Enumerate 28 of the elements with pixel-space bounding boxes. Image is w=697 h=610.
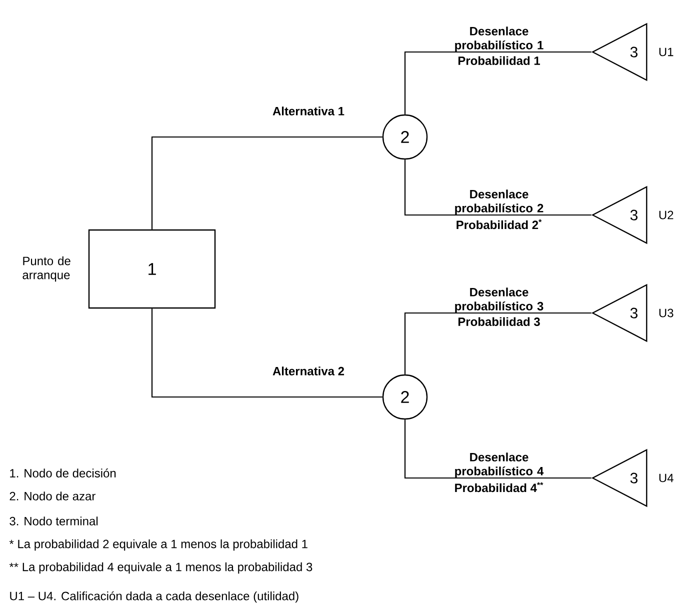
note-text: 1. Nodo de decisión: [10, 468, 116, 478]
utility-label: U2: [659, 210, 674, 220]
probability-label: Probabilidad 3: [458, 317, 540, 326]
branch-line: [404, 420, 592, 479]
utility-label: U1: [659, 48, 674, 56]
utility-label: U3: [659, 308, 674, 318]
note-text: ** La probabilidad 4 equivale a 1 menos la probabilidad 3: [9, 562, 312, 574]
branch-line: [404, 51, 592, 114]
probability-label: Probabilidad 1: [458, 56, 540, 65]
outcome-label: Desenlace probabilístico 1: [455, 26, 544, 52]
probability-label: Probabilidad 2$^{*}$: [456, 219, 542, 230]
alternative-label: Alternativa 2: [272, 366, 344, 376]
outcome-label: Desenlace probabilístico 4: [455, 452, 544, 478]
branch-line: [404, 160, 592, 216]
note-text: 3. Nodo terminal: [10, 516, 98, 526]
note-text: U1 – U4. Calificación dada a cada desenlace (utilidad): [10, 591, 298, 603]
alternative-label: Alternativa 1: [272, 106, 344, 116]
start-label: Punto de arranque: [22, 256, 70, 282]
outcome-label: Desenlace probabilístico 2: [455, 190, 544, 215]
probability-label: Probabilidad 4$^{**}$: [455, 482, 544, 492]
branch-line: [151, 136, 382, 230]
branch-line: [151, 308, 382, 398]
utility-label: U4: [659, 474, 674, 482]
decision-box: 1: [88, 229, 216, 309]
note-text: * La probabilidad 2 equivale a 1 menos la probabilidad 1: [9, 539, 308, 551]
outcome-label: Desenlace probabilístico 3: [455, 288, 544, 313]
note-text: 2. Nodo de azar: [10, 492, 96, 500]
branch-line: [404, 312, 592, 374]
